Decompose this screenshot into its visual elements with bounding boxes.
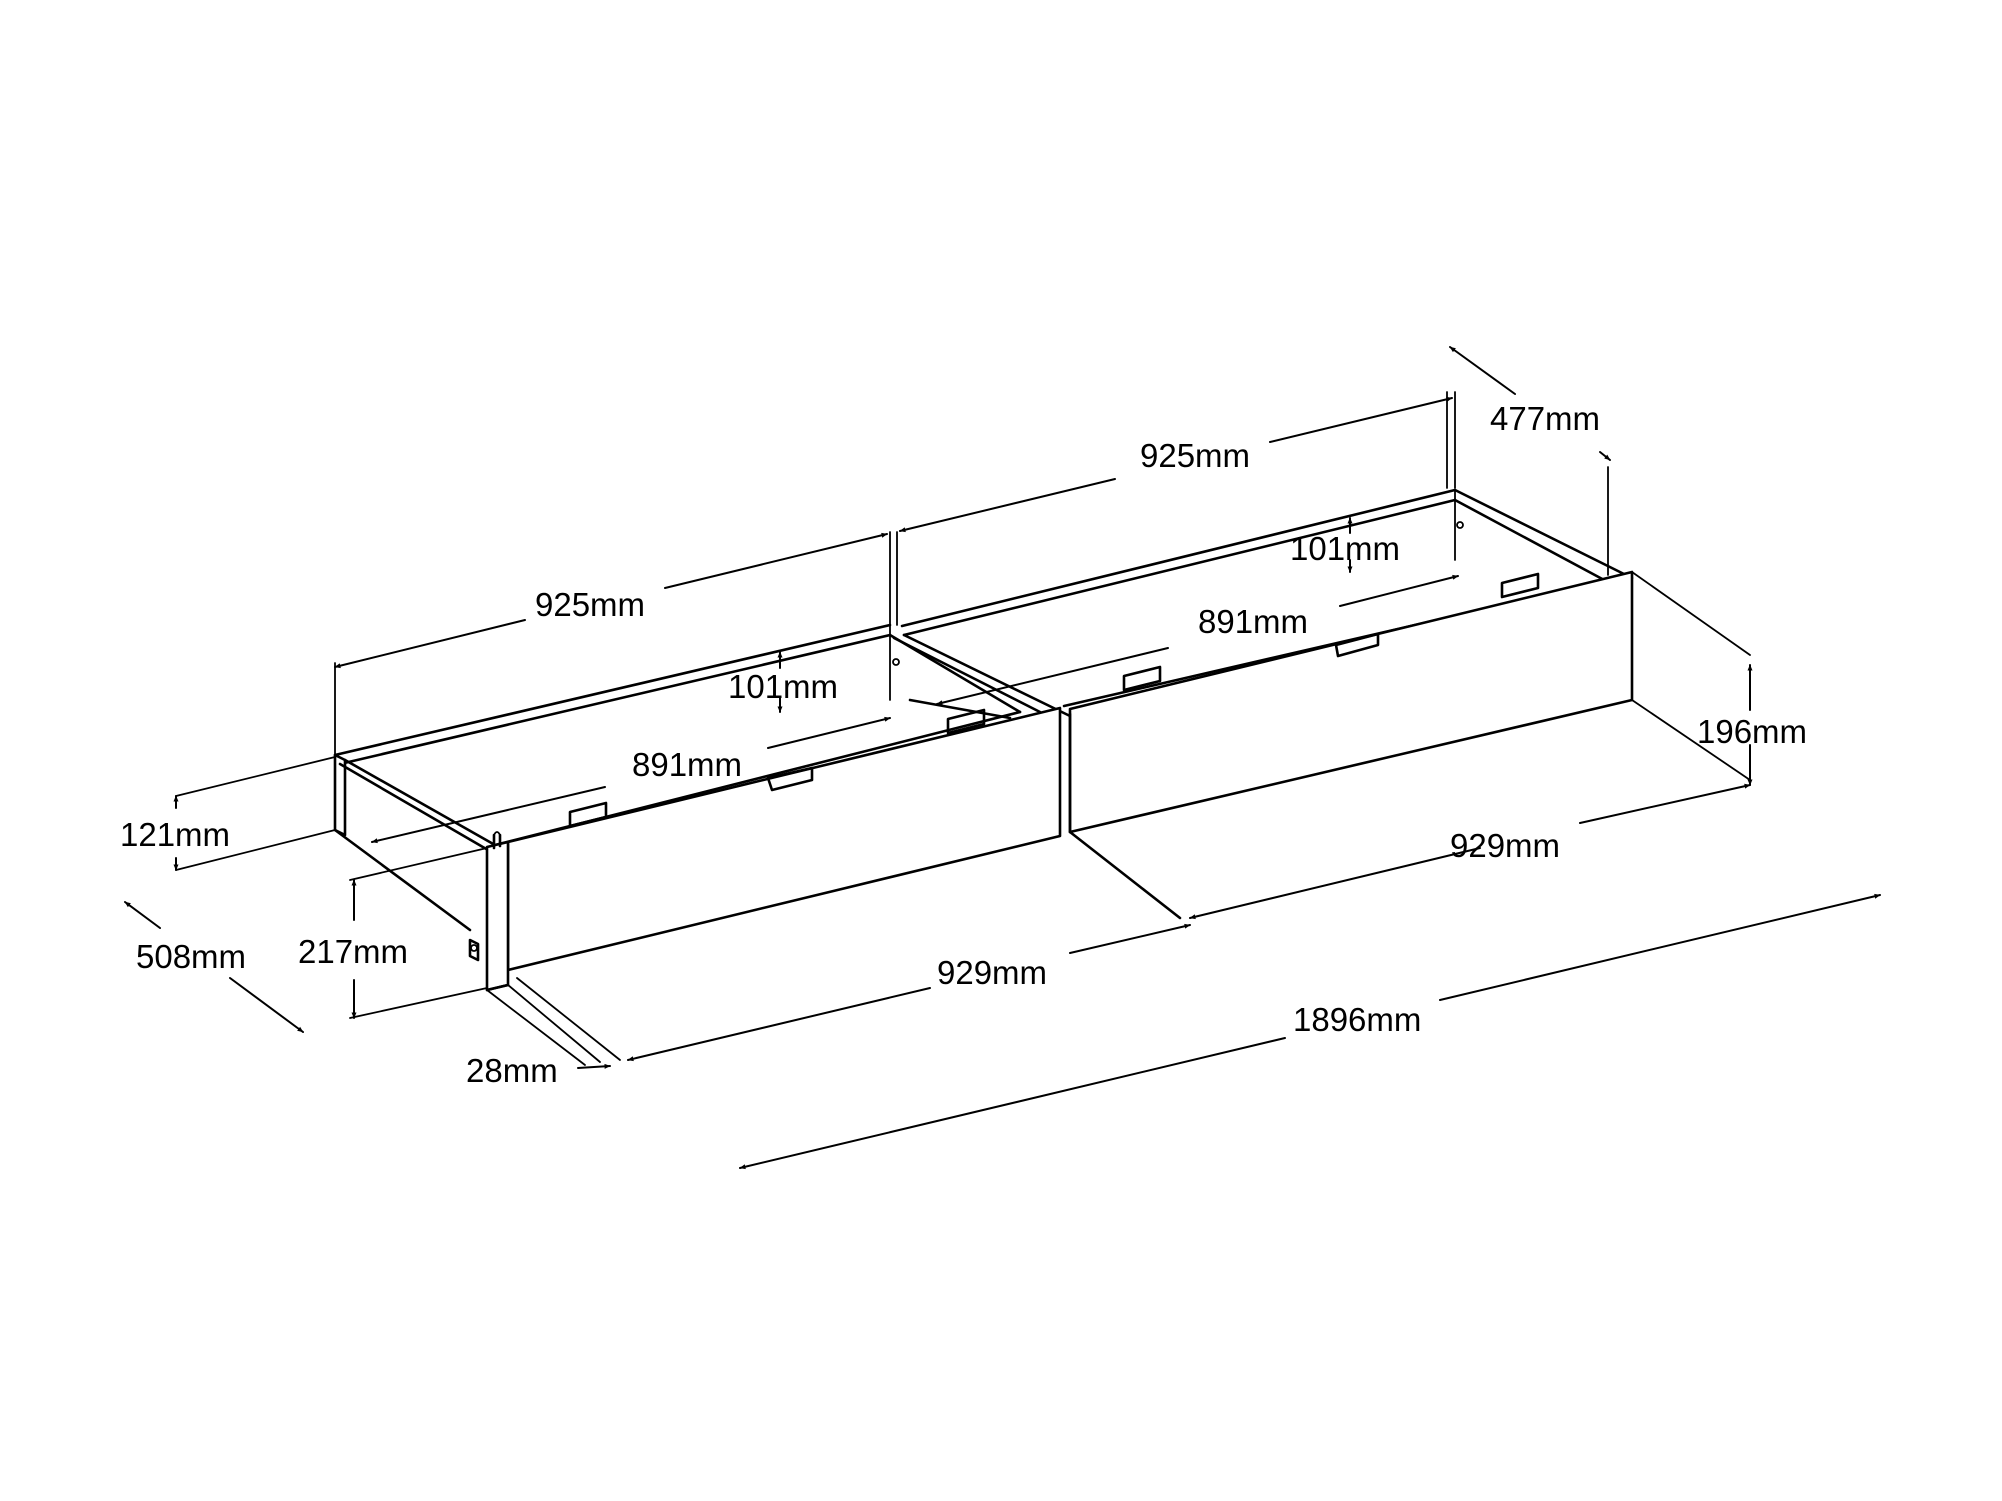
label-front-length-left: 929mm <box>937 954 1047 991</box>
label-inner-length-left: 891mm <box>632 746 742 783</box>
label-depth-back-right: 477mm <box>1490 400 1600 437</box>
label-top-right-length: 925mm <box>1140 437 1250 474</box>
label-depth-front-left: 508mm <box>136 938 246 975</box>
left-drawer <box>333 623 1062 992</box>
dimension-lines <box>124 346 1881 1170</box>
label-handle-thickness: 28mm <box>466 1052 558 1089</box>
label-inner-length-right: 891mm <box>1198 603 1308 640</box>
label-front-height-right: 196mm <box>1697 713 1807 750</box>
bracket-icon <box>1122 665 1162 692</box>
right-drawer <box>892 488 1634 920</box>
label-top-left-length: 925mm <box>535 586 645 623</box>
dimension-labels: 925mm 925mm 477mm 101mm 891mm 101mm 891m… <box>120 400 1807 1089</box>
label-inner-offset-right: 101mm <box>1290 530 1400 567</box>
label-side-height-left: 121mm <box>120 816 230 853</box>
label-front-height-left: 217mm <box>298 933 408 970</box>
bracket-icon <box>568 801 608 828</box>
bracket-icon <box>1500 572 1540 599</box>
label-inner-offset-left: 101mm <box>728 668 838 705</box>
label-front-length-right: 929mm <box>1450 827 1560 864</box>
bracket-icon <box>946 708 986 735</box>
label-total-length: 1896mm <box>1293 1001 1421 1038</box>
